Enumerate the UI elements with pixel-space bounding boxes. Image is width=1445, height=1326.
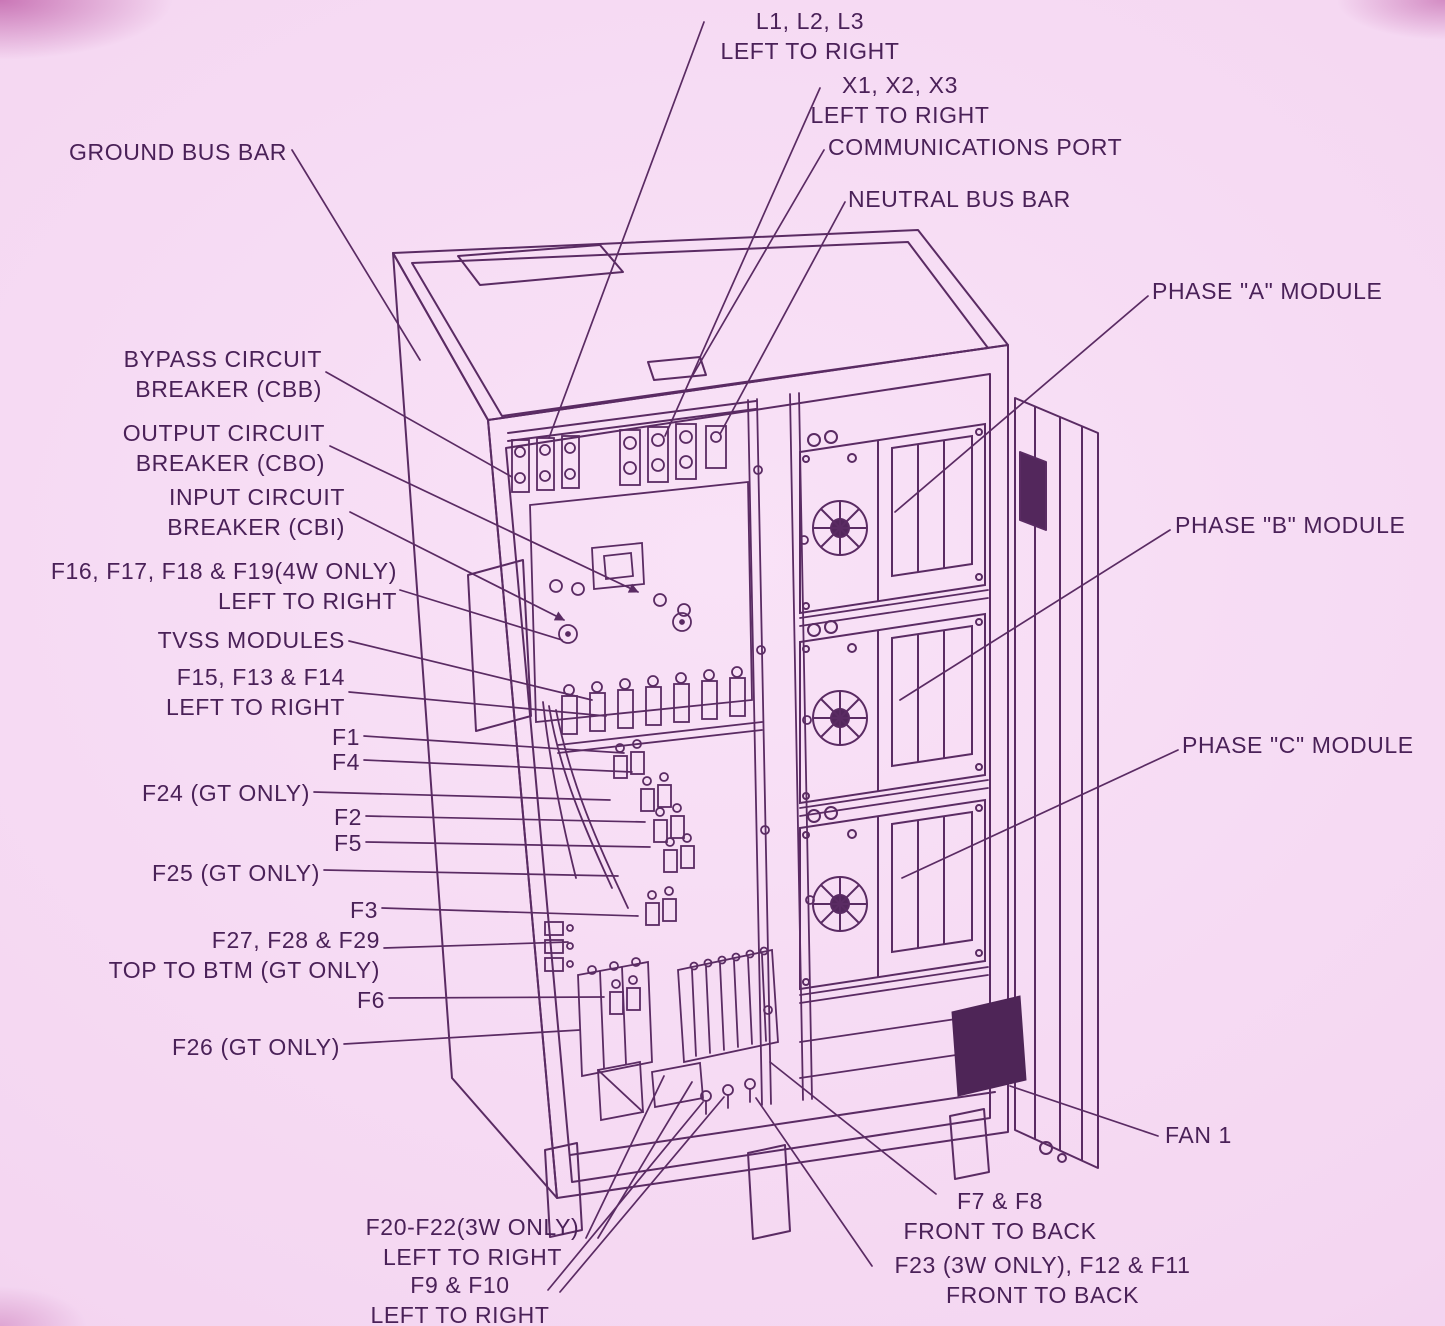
leader-line-f23-f12-f11: [755, 1097, 873, 1267]
label-phase-b-module: PHASE "B" MODULE: [1175, 512, 1406, 538]
bottom-fuse-block: [677, 948, 779, 1064]
label-f5: F5: [333, 830, 362, 856]
leader-line-f7-f8: [769, 1061, 937, 1195]
leader-line-f25: [323, 869, 619, 877]
fuse-clusters: [609, 739, 695, 1015]
cabinet-front-frame: [487, 344, 1009, 1199]
label-f27-f28-f29: F27, F28 & F29 TOP TO BTM (GT ONLY): [108, 927, 380, 984]
leg-front-right: [949, 1108, 990, 1180]
label-ground-bus-bar: GROUND BUS BAR: [69, 139, 287, 165]
label-f15-f13-f14: F15, F13 & F14 LEFT TO RIGHT: [165, 664, 345, 721]
leader-line-phase-c: [901, 749, 1179, 879]
leader-line-phase-b: [899, 529, 1171, 701]
label-f4: F4: [331, 749, 360, 775]
leader-line-f9-f10-a: [547, 1101, 704, 1291]
leader-line-f24: [313, 791, 611, 801]
neutral-bus-drawing: [705, 425, 727, 469]
label-input-circuit-breaker: INPUT CIRCUIT BREAKER (CBI): [167, 484, 345, 541]
leader-line-input-cb: [349, 511, 565, 621]
label-f3: F3: [349, 897, 378, 923]
leader-line-phase-a: [894, 295, 1149, 513]
label-f1: F1: [331, 724, 360, 750]
cabinet-structure: [392, 229, 1099, 1240]
leader-line-l1-l2-l3: [548, 21, 705, 439]
label-f6: F6: [356, 987, 385, 1013]
leader-line-f20-f22-b: [597, 1081, 693, 1239]
label-f9-f10: F9 & F10 LEFT TO RIGHT: [370, 1272, 550, 1326]
leader-line-fan-1: [1009, 1085, 1159, 1137]
breaker-panel: [529, 481, 753, 723]
leg-front-left: [544, 1142, 583, 1238]
label-f24: F24 (GT ONLY): [142, 780, 310, 806]
phase-c-module-drawing: [799, 799, 986, 990]
label-x1-x2-x3: X1, X2, X3 LEFT TO RIGHT: [810, 72, 990, 129]
communications-port-cutout: [647, 356, 707, 381]
label-communications-port: COMMUNICATIONS PORT: [828, 134, 1123, 160]
label-f26: F26 (GT ONLY): [172, 1034, 340, 1060]
leader-line-communications-port: [689, 149, 825, 381]
leader-line-f20-f22-a: [585, 1075, 665, 1239]
leader-line-f1: [363, 735, 625, 754]
phase-b-module-drawing: [799, 613, 986, 804]
leader-line-ground-bus-bar: [291, 149, 421, 361]
cabinet-front-opening: [505, 373, 991, 1183]
label-l1-l2-l3: L1, L2, L3 LEFT TO RIGHT: [720, 8, 900, 65]
phase-a-module-drawing: [799, 423, 986, 614]
label-fan-1: FAN 1: [1165, 1122, 1232, 1148]
leader-line-f5: [365, 841, 651, 848]
leader-lines: [291, 21, 1179, 1293]
leader-line-neutral-bus-bar: [719, 201, 846, 435]
leader-line-f6: [388, 996, 605, 999]
cabinet-top-face: [392, 229, 1009, 421]
label-output-circuit-breaker: OUTPUT CIRCUIT BREAKER (CBO): [122, 420, 325, 477]
bottom-breaker: [577, 960, 653, 1078]
label-f7-f8: F7 & F8 FRONT TO BACK: [903, 1188, 1097, 1245]
label-f23-f12-f11: F23 (3W ONLY), F12 & F11 FRONT TO BACK: [894, 1252, 1191, 1309]
leg-front-center: [747, 1144, 791, 1240]
left-interior-components: [511, 423, 779, 1122]
leader-line-f15-f13-f14: [348, 691, 607, 717]
label-phase-c-module: PHASE "C" MODULE: [1182, 732, 1414, 758]
label-f16-f19: F16, F17, F18 & F19(4W ONLY) LEFT TO RIG…: [50, 558, 397, 615]
label-neutral-bus-bar: NEUTRAL BUS BAR: [848, 186, 1071, 212]
label-f25: F25 (GT ONLY): [152, 860, 320, 886]
label-bypass-circuit-breaker: BYPASS CIRCUIT BREAKER (CBB): [123, 346, 322, 403]
interior-frame: [747, 392, 991, 1106]
fuse-row: [561, 666, 746, 735]
leader-line-f9-f10-b: [559, 1096, 725, 1293]
leader-line-f3: [381, 907, 639, 917]
right-door-vent-slot: [1019, 451, 1047, 531]
right-door-panel: [1014, 397, 1099, 1169]
leader-line-f26: [343, 1029, 581, 1045]
f27-f29-stack: [544, 921, 574, 972]
leader-line-f4: [363, 759, 633, 773]
fan-1-drawing: [951, 995, 1027, 1097]
leader-line-f27-f29: [383, 941, 569, 949]
label-f20-f22: F20-F22(3W ONLY) LEFT TO RIGHT: [365, 1214, 580, 1271]
label-tvss-modules: TVSS MODULES: [157, 627, 345, 653]
x1-x2-x3-terminals: [619, 423, 697, 486]
leader-line-f16-f19: [399, 589, 563, 641]
base-floor-line: [569, 1091, 996, 1156]
leader-line-output-cb: [329, 445, 639, 593]
top-vent-panel: [457, 244, 624, 286]
label-f2: F2: [333, 804, 362, 830]
l1-l2-l3-terminals: [511, 435, 580, 493]
leader-line-f2: [365, 815, 646, 823]
label-phase-a-module: PHASE "A" MODULE: [1152, 278, 1383, 304]
leader-line-bypass-cb: [325, 371, 513, 478]
leader-line-tvss: [348, 640, 593, 701]
